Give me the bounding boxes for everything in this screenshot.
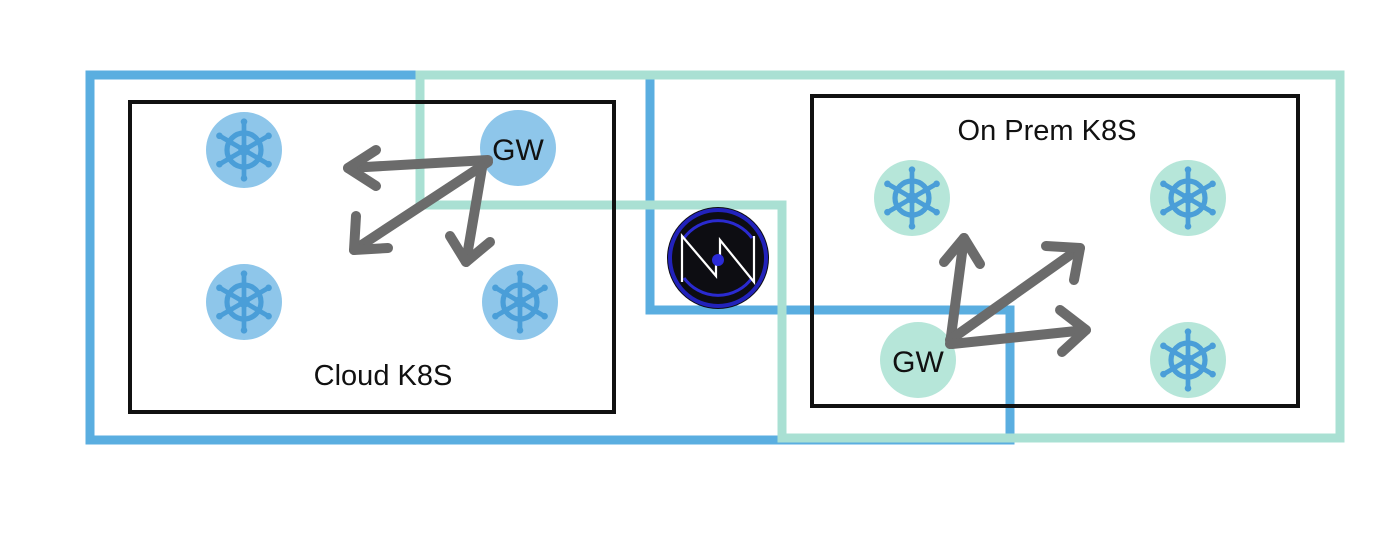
cloud-gateway-label: GW bbox=[492, 134, 544, 167]
onprem-node bbox=[874, 160, 950, 236]
arrow bbox=[947, 305, 1091, 357]
cloud-node bbox=[206, 264, 282, 340]
onprem-gateway-node: GW bbox=[880, 322, 956, 398]
onprem-cluster-box bbox=[810, 94, 1300, 408]
cloud-cluster-box bbox=[128, 100, 616, 414]
onprem-cluster-label: On Prem K8S bbox=[958, 115, 1137, 147]
onprem-gateway-label: GW bbox=[892, 346, 944, 379]
arrow bbox=[445, 163, 495, 267]
cloud-traffic-arrows bbox=[343, 145, 495, 267]
netmaker-logo bbox=[680, 233, 756, 286]
cloud-gateway-node: GW bbox=[480, 110, 556, 186]
cloud-node bbox=[482, 264, 558, 340]
onprem-node bbox=[1150, 322, 1226, 398]
arrow bbox=[349, 157, 493, 255]
onprem-traffic-arrows bbox=[939, 233, 1091, 357]
cloud-cluster-label: Cloud K8S bbox=[314, 360, 453, 392]
netmaker-hub bbox=[667, 207, 769, 309]
arrow bbox=[343, 145, 493, 191]
cloud-node bbox=[206, 112, 282, 188]
arrow bbox=[939, 233, 985, 349]
arrow bbox=[945, 241, 1085, 345]
onprem-node bbox=[1150, 160, 1226, 236]
